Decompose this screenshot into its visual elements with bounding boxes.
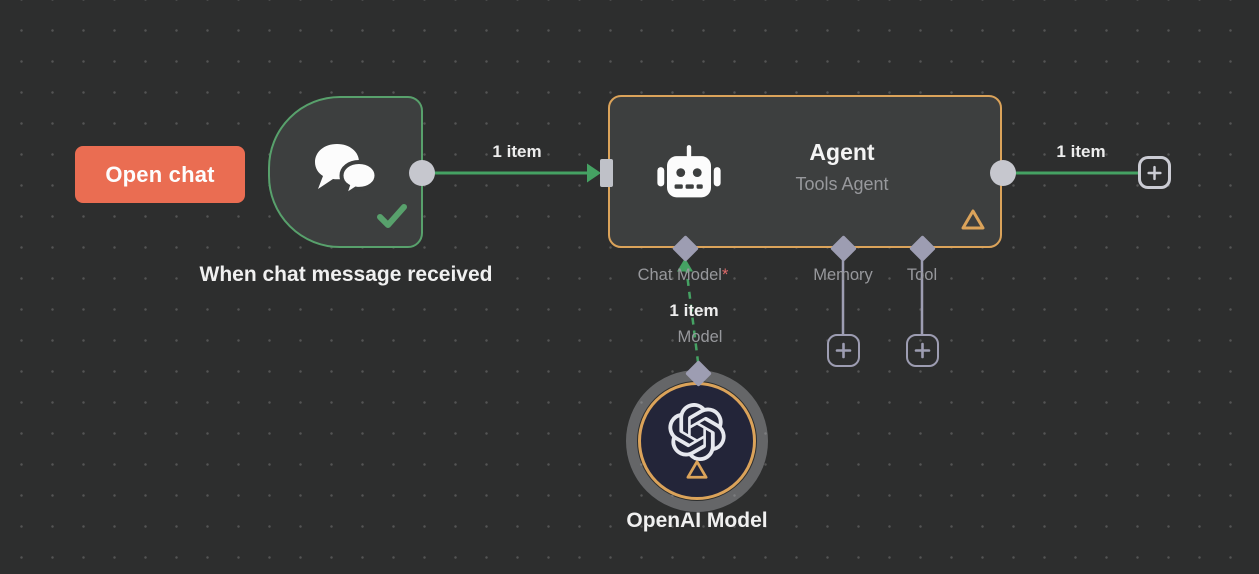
- connection-model-to-agent[interactable]: [677, 258, 700, 363]
- output-port-agent[interactable]: [990, 160, 1016, 186]
- warning-triangle-icon: [960, 208, 986, 236]
- openai-node-label: OpenAI Model: [626, 509, 768, 532]
- port-label-memory: Memory: [813, 266, 873, 284]
- input-port-agent[interactable]: [600, 159, 613, 187]
- add-memory-button[interactable]: [827, 334, 860, 367]
- connection-items-badge: 1 item: [492, 142, 542, 161]
- chat-bubbles-icon: [309, 140, 383, 205]
- connection-trigger-to-agent[interactable]: [430, 163, 601, 183]
- port-label-tool: Tool: [906, 266, 938, 284]
- node-openai-model[interactable]: [638, 382, 756, 500]
- warning-triangle-icon: [685, 459, 709, 485]
- node-when-chat-message-received[interactable]: [268, 96, 423, 248]
- agent-node-title: Agent: [809, 139, 875, 165]
- add-node-button[interactable]: [1138, 156, 1171, 189]
- connection-items-badge: 1 item: [1056, 142, 1106, 161]
- arrowhead-up-icon: [677, 258, 693, 272]
- port-label-chat-model: Chat Model*: [638, 266, 729, 285]
- add-tool-button[interactable]: [906, 334, 939, 367]
- open-chat-button[interactable]: Open chat: [75, 146, 245, 203]
- connection-items-badge: 1 item: [669, 301, 719, 320]
- port-label-text: Chat Model: [637, 266, 722, 284]
- plus-icon: [914, 342, 931, 359]
- agent-node-subtitle: Tools Agent: [795, 174, 889, 194]
- success-check-icon: [377, 203, 407, 234]
- node-agent[interactable]: Agent Tools Agent: [608, 95, 1002, 248]
- openai-logo-icon: [668, 403, 726, 461]
- arrowhead-icon: [587, 163, 601, 183]
- robot-icon: [656, 145, 722, 208]
- trigger-node-label: When chat message received: [199, 263, 493, 286]
- plus-icon: [1147, 165, 1162, 180]
- model-endpoint-label: Model: [677, 328, 723, 346]
- plus-icon: [835, 342, 852, 359]
- output-port-trigger[interactable]: [409, 160, 435, 186]
- required-marker: *: [721, 266, 729, 284]
